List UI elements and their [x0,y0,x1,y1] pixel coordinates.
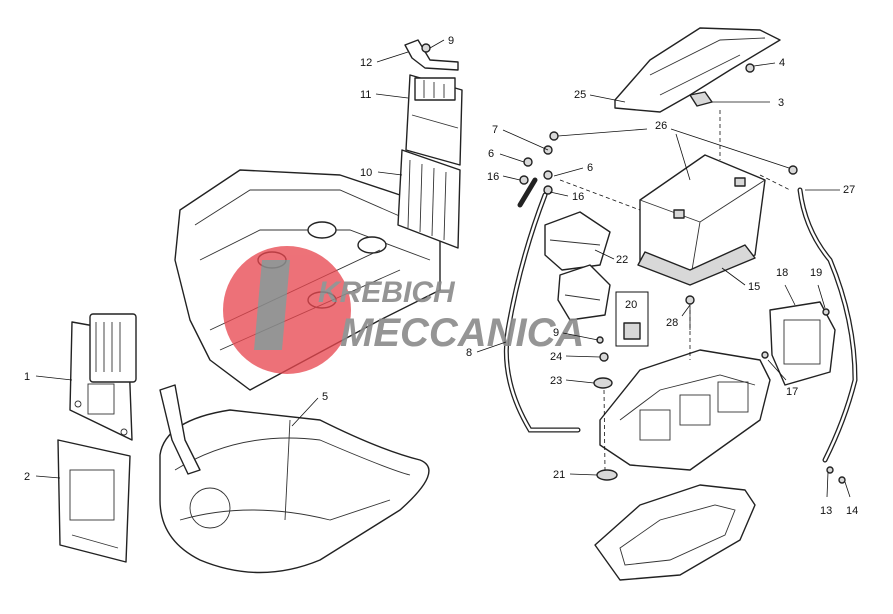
part-8-battery-cable [503,177,581,433]
callout-3: 3 [778,97,784,109]
callout-28: 28 [666,317,678,329]
part-5-frame [159,384,430,574]
part-22-relay [544,211,611,271]
callout-6a: 6 [488,148,494,160]
callout-23: 23 [550,375,562,387]
part-21-washer [596,469,618,481]
callout-9b: 9 [553,327,559,339]
watermark-line1: KREBICH [318,276,456,309]
callout-13: 13 [820,505,832,517]
callout-25: 25 [574,89,586,101]
part-11-control-unit [405,74,463,166]
part-20-fuse [615,291,649,347]
part-12-bracket [404,39,459,71]
part-24-nut [599,352,609,362]
callout-24: 24 [550,351,562,363]
part-23-grommet [593,377,613,389]
callout-15: 15 [748,281,760,293]
part-10-holder-rack [397,149,461,249]
watermark-line2: MECCANICA [340,311,584,355]
leader-lines [35,39,851,498]
watermark-logo: KREBICH MECCANICA [223,246,584,374]
callout-19: 19 [810,267,822,279]
callout-10: 10 [360,167,372,179]
battery-tray [599,349,771,471]
part-17-clip [761,351,769,359]
callout-6b: 6 [587,162,593,174]
part-15-battery-pad [637,244,756,286]
callout-5: 5 [322,391,328,403]
part-9-screw-top [421,43,431,53]
callout-18: 18 [776,267,788,279]
callout-14: 14 [846,505,858,517]
part-25-battery-cover [614,27,781,113]
callout-17: 17 [786,386,798,398]
part-19-screw [822,308,830,316]
part-3-clip [689,91,713,107]
part-2-cover-plate [57,439,131,563]
part-26-battery-bolts [549,131,798,175]
callout-16b: 16 [572,191,584,203]
callout-8: 8 [466,347,472,359]
callout-16a: 16 [487,171,499,183]
callout-9a: 9 [448,35,454,47]
part-4-screw [745,63,755,73]
part-27-ground-cable [797,187,858,463]
callout-21: 21 [553,469,565,481]
assembly-lines [559,110,791,471]
callout-2: 2 [24,471,30,483]
lower-airbox-frame [594,484,756,581]
callout-4: 4 [779,57,785,69]
callout-22: 22 [616,254,628,266]
callout-12: 12 [360,57,372,69]
part-1-ecu-bracket [69,313,137,441]
callout-labels: 1 2 3 4 5 6 6 7 8 9 9 10 11 12 13 14 15 … [24,35,858,517]
callout-1: 1 [24,371,30,383]
callout-27: 27 [843,184,855,196]
callout-7: 7 [492,124,498,136]
callout-20: 20 [625,299,637,311]
relay-base [557,264,611,321]
part-18-regulator [769,301,836,386]
callout-11: 11 [360,89,371,101]
watermark-k-mark [254,260,290,350]
callout-26: 26 [655,120,667,132]
